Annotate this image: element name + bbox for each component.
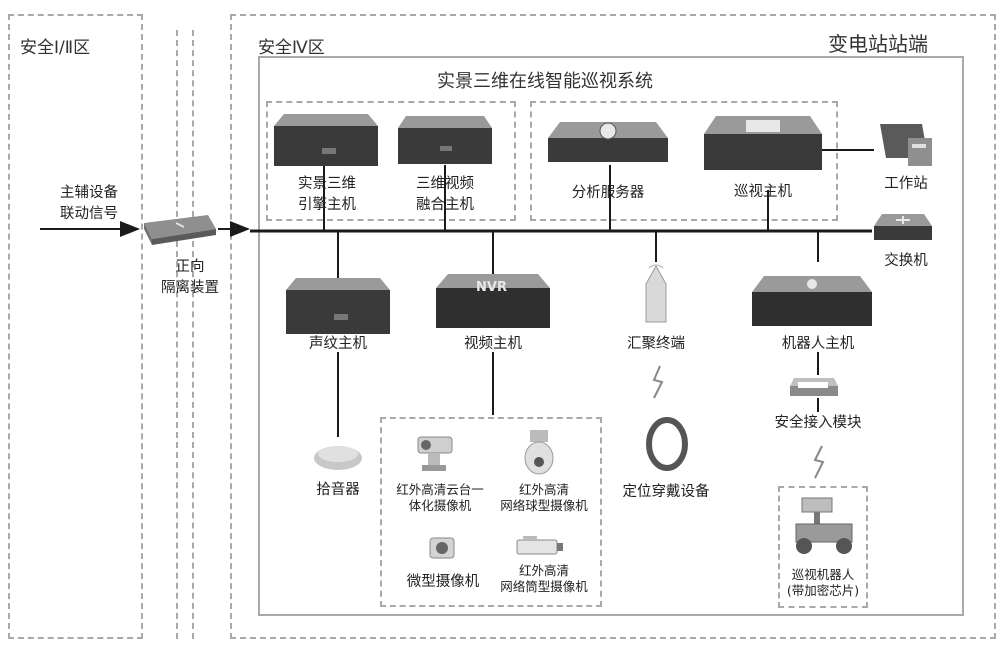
wireless-link-2 bbox=[813, 445, 825, 479]
workstation-label: 工作站 bbox=[884, 176, 928, 192]
group-engine-hosts bbox=[266, 101, 516, 221]
fusion-host-icon bbox=[398, 116, 492, 164]
secure-module-label: 安全接入模块 bbox=[774, 415, 862, 431]
system-boundary bbox=[258, 56, 964, 616]
ptz-camera-icon bbox=[417, 436, 453, 471]
system-title: 实景三维在线智能巡视系统 bbox=[437, 71, 653, 92]
signal-label: 主辅设备联动信号 bbox=[60, 185, 118, 222]
dome-camera-icon bbox=[524, 430, 554, 475]
dome-camera-label: 红外高清网络球型摄像机 bbox=[500, 482, 588, 513]
zone-safety-1-2 bbox=[8, 14, 143, 639]
zone-divider bbox=[176, 30, 194, 639]
robot-host-label: 机器人主机 bbox=[781, 336, 855, 352]
zone-title-safety-1-2: 安全Ⅰ/Ⅱ区 bbox=[20, 38, 91, 58]
positioning-wearable-label: 定位穿戴设备 bbox=[622, 484, 710, 500]
pickup-icon bbox=[314, 446, 362, 470]
analysis-server-label: 分析服务器 bbox=[571, 185, 645, 201]
robot-host-icon bbox=[752, 276, 872, 326]
micro-camera-label: 微型摄像机 bbox=[406, 574, 480, 590]
zone-title-safety-4: 安全Ⅳ区 bbox=[258, 38, 325, 58]
workstation-icon bbox=[880, 124, 932, 166]
positioning-wearable-icon bbox=[646, 417, 688, 471]
group-robot bbox=[778, 486, 868, 608]
robot-label: 巡视机器人(带加密芯片) bbox=[786, 567, 860, 598]
zone-safety-4 bbox=[230, 14, 996, 639]
engine-host-icon bbox=[274, 114, 378, 166]
engine-host-label: 实景三维引擎主机 bbox=[298, 176, 356, 213]
video-host-icon bbox=[436, 274, 550, 328]
aggregation-terminal-icon bbox=[645, 264, 667, 323]
isolation-device-label: 正向隔离装置 bbox=[161, 259, 219, 296]
group-cameras bbox=[380, 417, 602, 607]
video-host-label: 视频主机 bbox=[464, 336, 522, 352]
switch-icon bbox=[874, 214, 932, 240]
nvr-label: NVR bbox=[476, 280, 507, 295]
secure-module-icon bbox=[790, 378, 838, 396]
isolation-device-icon bbox=[144, 215, 216, 245]
ptz-camera-label: 红外高清云台一体化摄像机 bbox=[396, 482, 484, 513]
robot-icon bbox=[795, 497, 853, 554]
bullet-camera-label: 红外高清网络筒型摄像机 bbox=[500, 563, 588, 594]
aggregation-terminal-label: 汇聚终端 bbox=[627, 336, 685, 352]
micro-camera-icon bbox=[429, 537, 455, 559]
pickup-label: 拾音器 bbox=[316, 482, 360, 498]
group-servers bbox=[530, 101, 838, 221]
voiceprint-host-icon bbox=[286, 278, 390, 334]
analysis-server-icon bbox=[548, 122, 668, 162]
fusion-host-label: 三维视频融合主机 bbox=[416, 176, 474, 213]
switch-label: 交换机 bbox=[884, 253, 928, 269]
zone-title-substation: 变电站站端 bbox=[828, 32, 928, 56]
patrol-host-label: 巡视主机 bbox=[734, 184, 792, 200]
bullet-camera-icon bbox=[516, 536, 563, 555]
voiceprint-host-label: 声纹主机 bbox=[309, 336, 367, 352]
wireless-link-1 bbox=[652, 365, 664, 399]
patrol-host-icon bbox=[704, 116, 822, 170]
